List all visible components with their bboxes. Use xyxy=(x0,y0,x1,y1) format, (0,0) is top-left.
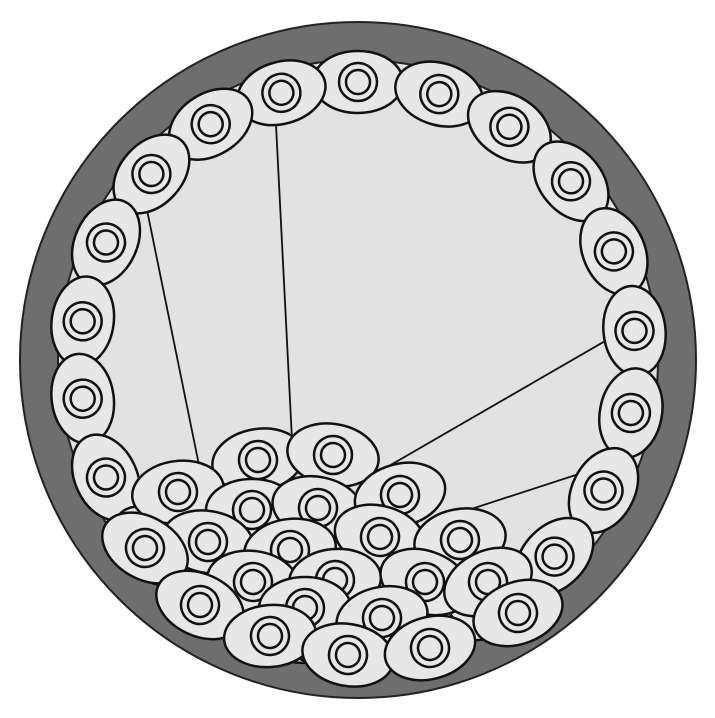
nucleolus xyxy=(621,318,647,344)
nucleolus xyxy=(257,623,283,649)
nucleolus xyxy=(346,70,370,94)
nucleolus xyxy=(240,498,264,522)
trophoblast-cell xyxy=(313,51,403,113)
